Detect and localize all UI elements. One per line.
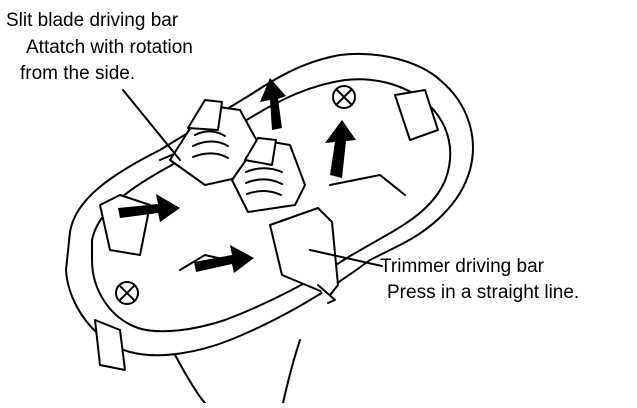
trimmer-leader-line (309, 249, 383, 267)
slit-blade-driving-bar (169, 99, 306, 213)
trimmer-callout-title: Trimmer driving bar (380, 256, 544, 277)
arrow-icon (118, 194, 180, 222)
screw-icon (332, 85, 356, 109)
trimmer-callout-line-2: Press in a straight line. (387, 282, 580, 303)
trimmer-driving-bar (269, 207, 339, 296)
trimmer-tab (317, 284, 336, 304)
arrow-icon (260, 78, 286, 130)
slit-blade-callout-line-3: from the side. (20, 63, 136, 84)
slit-blade-leader-line (122, 89, 181, 161)
arrow-icon (325, 120, 356, 178)
slit-blade-callout-line-2: Attatch with rotation (26, 37, 193, 58)
screw-icon (115, 281, 139, 305)
slit-blade-callout-title: Slit blade driving bar (6, 10, 179, 31)
right-latch (394, 89, 439, 141)
front-clip (94, 319, 126, 371)
arrow-icon (194, 245, 254, 273)
